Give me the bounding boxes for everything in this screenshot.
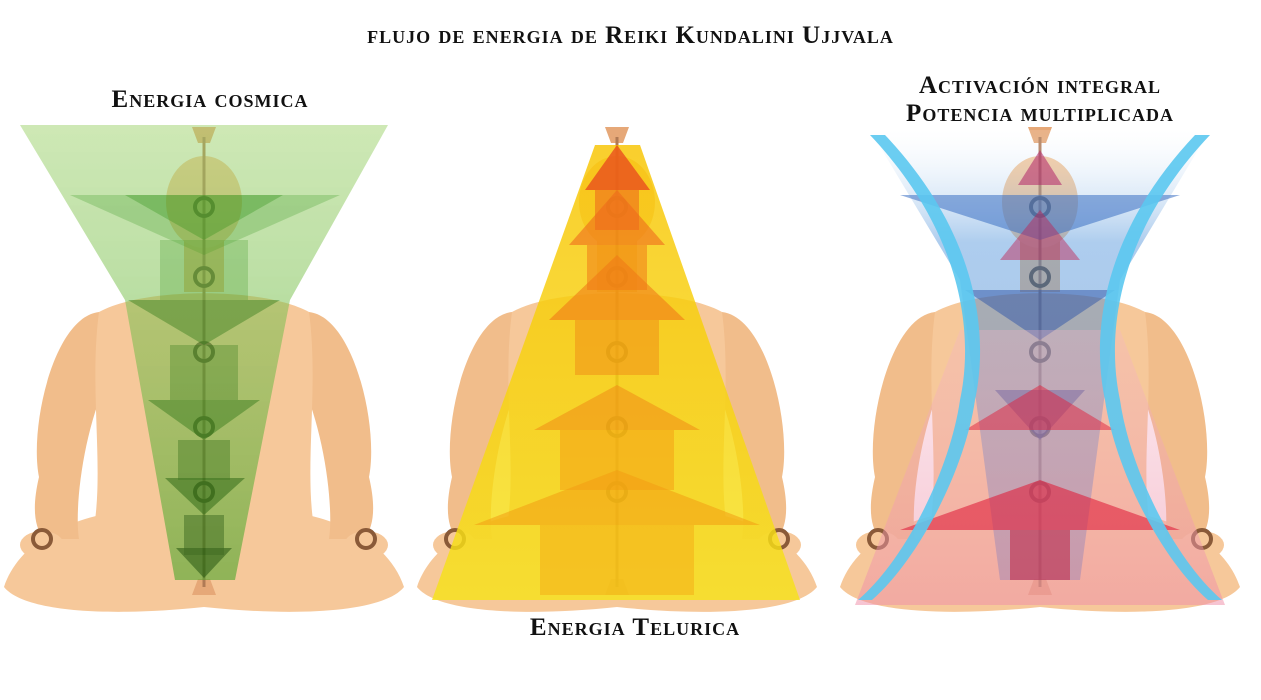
diagram-title: flujo de energia de Reiki Kundalini Ujjv… <box>367 22 894 49</box>
telluric-energy-panel <box>415 125 819 614</box>
integral-activation-line-1: Activación integral <box>918 72 1162 99</box>
telluric-energy-label: Energia Telurica <box>529 614 741 641</box>
cosmic-energy-panel <box>2 125 406 614</box>
cyan-side-curves <box>858 135 1222 600</box>
integral-activation-line-2: Potencia multiplicada <box>906 100 1174 127</box>
integral-activation-panel <box>838 125 1242 614</box>
yellow-upward-pyramid <box>432 145 800 600</box>
red-upward-flow <box>855 150 1225 605</box>
cosmic-energy-label: Energia cosmica <box>111 86 309 113</box>
integral-activation-label: Activación integral Potencia multiplicad… <box>830 72 1250 128</box>
green-downward-funnel <box>20 125 388 580</box>
